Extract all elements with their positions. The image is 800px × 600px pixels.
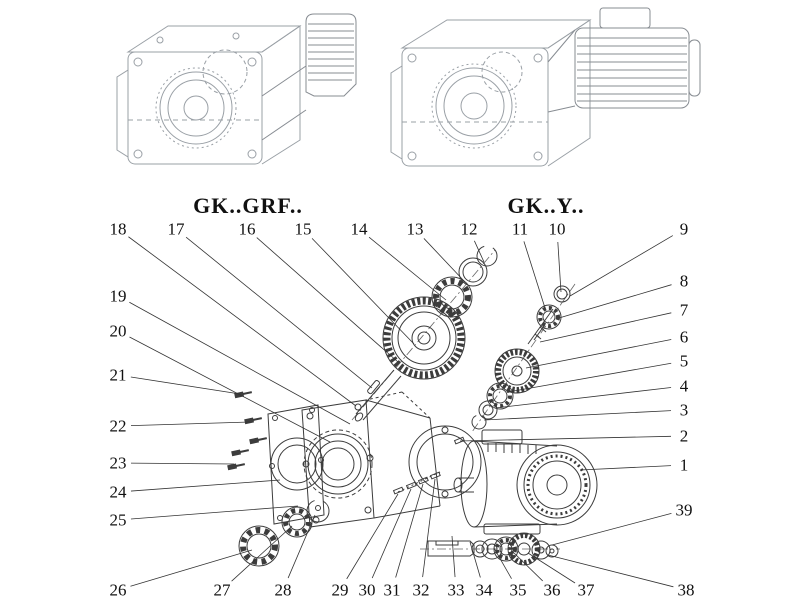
callout-label-22: 22 <box>109 416 127 436</box>
leader-line-13 <box>423 238 466 283</box>
callout-label-1: 1 <box>679 455 689 475</box>
leader-line-26 <box>130 549 253 587</box>
callout-label-26: 26 <box>109 580 127 600</box>
callout-label-14: 14 <box>350 219 368 239</box>
leader-line-35 <box>493 547 512 579</box>
leader-line-37 <box>527 552 576 584</box>
leader-line-31 <box>395 483 424 578</box>
output-shaft-assembly <box>427 532 559 566</box>
callout-label-18: 18 <box>109 219 127 239</box>
input-shaft <box>354 369 402 422</box>
output-bearing-set <box>238 499 330 567</box>
leader-line-25 <box>130 505 299 520</box>
leader-line-16 <box>256 237 399 363</box>
flange-screws <box>392 436 465 495</box>
callout-label-20: 20 <box>109 321 127 341</box>
callout-label-11: 11 <box>511 219 529 239</box>
callout-label-3: 3 <box>679 400 689 420</box>
callout-label-10: 10 <box>548 219 566 239</box>
leader-line-28 <box>287 514 316 579</box>
leader-line-34 <box>469 541 481 578</box>
callout-label-19: 19 <box>109 286 127 306</box>
callout-label-13: 13 <box>406 219 424 239</box>
leader-line-36 <box>511 550 543 582</box>
callout-label-30: 30 <box>358 580 376 600</box>
leader-line-21 <box>130 376 241 395</box>
leader-line-9 <box>569 235 673 297</box>
leader-line-15 <box>311 238 415 345</box>
leader-line-30 <box>371 488 412 579</box>
callout-label-8: 8 <box>679 271 689 291</box>
leader-line-4 <box>494 387 672 409</box>
callout-label-31: 31 <box>383 580 401 600</box>
leader-line-3 <box>483 410 672 421</box>
leader-line-22 <box>130 421 251 427</box>
callout-label-38: 38 <box>677 580 695 600</box>
leader-line-17 <box>185 236 373 389</box>
leader-line-11 <box>523 241 546 309</box>
callout-label-21: 21 <box>109 365 127 385</box>
loose-bolts <box>227 391 268 471</box>
main-gear <box>382 296 466 380</box>
callout-label-29: 29 <box>331 580 349 600</box>
motor <box>453 429 598 535</box>
input-bearing-set <box>431 245 498 318</box>
callout-label-23: 23 <box>109 453 127 473</box>
leader-line-6 <box>525 339 672 369</box>
leader-line-12 <box>474 240 485 263</box>
callout-label-9: 9 <box>679 219 689 239</box>
callout-label-16: 16 <box>238 219 256 239</box>
leader-line-27 <box>231 525 293 582</box>
callout-label-17: 17 <box>167 219 185 239</box>
callout-label-35: 35 <box>509 580 527 600</box>
callout-label-28: 28 <box>274 580 292 600</box>
callout-label-32: 32 <box>412 580 430 600</box>
leader-line-14 <box>368 236 447 301</box>
callout-label-4: 4 <box>679 376 689 396</box>
title-y: GK..Y.. <box>507 193 585 218</box>
leader-line-8 <box>558 284 672 319</box>
leader-line-7 <box>539 312 672 343</box>
leader-line-19 <box>129 301 351 425</box>
leader-line-5 <box>507 362 672 393</box>
pinion-assembly <box>471 285 571 430</box>
title-grf: GK..GRF.. <box>193 193 303 218</box>
front-flange-plate <box>267 404 325 525</box>
leader-line-1 <box>579 465 672 471</box>
gearbox-y-drawing <box>390 7 701 167</box>
callout-label-24: 24 <box>109 482 127 502</box>
leader-line-33 <box>451 535 456 578</box>
leader-line-39 <box>551 512 672 546</box>
callout-label-39: 39 <box>675 500 693 520</box>
callout-label-36: 36 <box>543 580 561 600</box>
callout-label-25: 25 <box>109 510 127 530</box>
leader-line-38 <box>547 554 674 588</box>
leader-line-23 <box>130 462 235 465</box>
callout-label-33: 33 <box>447 580 465 600</box>
callout-label-27: 27 <box>213 580 231 600</box>
gearbox-grf-drawing <box>116 13 357 165</box>
callout-label-2: 2 <box>679 426 689 446</box>
exploded-view <box>227 245 598 567</box>
callout-label-12: 12 <box>460 219 478 239</box>
leader-line-20 <box>129 336 331 443</box>
callout-label-7: 7 <box>679 300 689 320</box>
callout-label-5: 5 <box>679 351 689 371</box>
callout-label-6: 6 <box>679 327 689 347</box>
leader-line-18 <box>128 236 357 407</box>
callout-label-37: 37 <box>577 580 595 600</box>
leader-line-29 <box>346 493 399 580</box>
callout-label-15: 15 <box>294 219 312 239</box>
leader-line-2 <box>459 435 672 442</box>
leader-line-10 <box>557 241 562 293</box>
leader-line-32 <box>422 478 436 578</box>
leader-line-24 <box>130 479 281 492</box>
callout-label-34: 34 <box>475 580 493 600</box>
